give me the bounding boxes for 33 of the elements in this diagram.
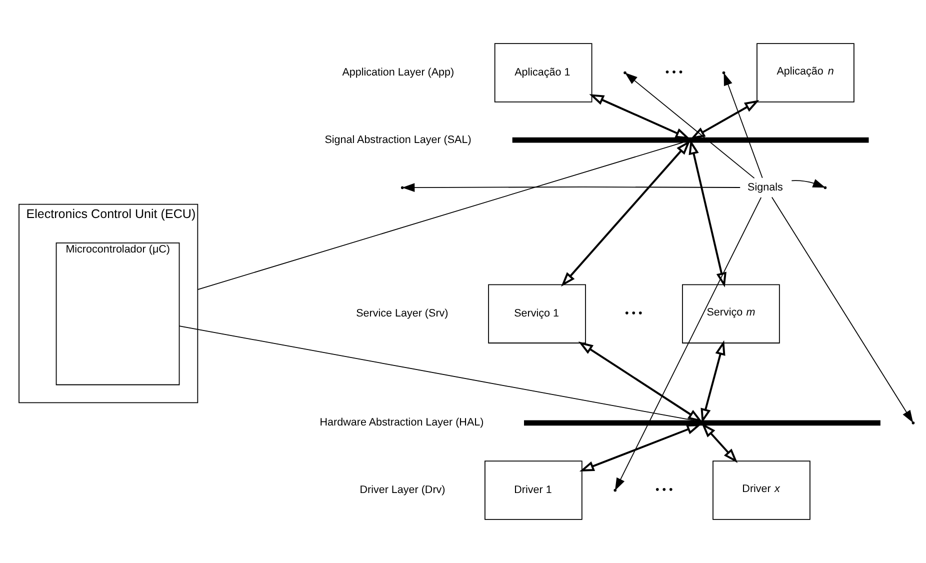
node-box: Driver 1 [484, 460, 582, 520]
arrow [701, 422, 738, 463]
arrow [561, 140, 690, 287]
label: Service Layer (Srv) [356, 308, 448, 320]
arrow [791, 179, 826, 188]
arrow [624, 72, 755, 179]
node-bar [512, 137, 869, 143]
connector [197, 142, 684, 290]
node-box: Microcontrolador (μC) [56, 242, 180, 386]
node-bar [524, 420, 880, 426]
arrow [688, 140, 726, 288]
label: • • • [656, 484, 673, 496]
label: • • • [625, 308, 642, 320]
label: Driver Layer (Drv) [360, 484, 446, 496]
arrow [700, 340, 726, 424]
node-box: Serviço 1 [488, 284, 586, 344]
arrow [771, 196, 914, 423]
node-box: Serviço m [682, 284, 780, 344]
arrow [690, 100, 760, 140]
connector [179, 326, 696, 422]
node-box: Driver x [712, 460, 810, 520]
arrow [578, 342, 703, 422]
arrow [724, 72, 763, 178]
node-box: Aplicação 1 [494, 43, 592, 102]
arrow [402, 183, 741, 192]
node-text: Signals [748, 181, 783, 194]
label: Application Layer (App) [342, 66, 454, 79]
label: Hardware Abstraction Layer (HAL) [320, 416, 484, 429]
label: Signal Abstraction Layer (SAL) [324, 134, 472, 146]
node-box: Aplicação n [756, 43, 854, 102]
arrow [589, 94, 690, 140]
label: • • • [665, 66, 683, 79]
arrow [579, 424, 702, 472]
